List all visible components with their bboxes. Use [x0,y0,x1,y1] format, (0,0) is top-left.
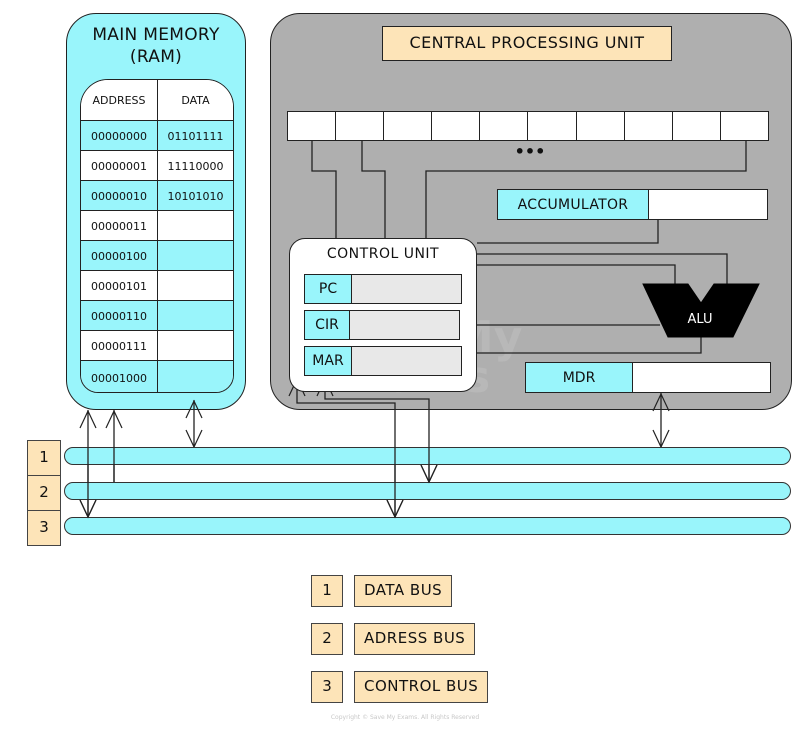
mdr-value [633,363,770,392]
data-column-header: DATA [181,93,210,107]
legend-label-address-bus: ADRESS BUS [354,623,476,655]
copyright-notice: Copyright © Save My Exams. All Rights Re… [330,714,480,721]
register-cell [721,112,768,140]
cir-register: CIR [304,310,460,340]
memory-row: 00000001 11110000 [81,150,233,181]
pc-label: PC [305,275,352,303]
memory-data [158,331,233,361]
memory-address: 00000110 [81,301,158,331]
cir-value [350,311,459,339]
accumulator-label: ACCUMULATOR [498,190,649,219]
address-column-header: ADDRESS [81,80,158,120]
memory-row: 00000010 10101010 [81,180,233,211]
main-memory-title-line2: (RAM) [129,47,183,67]
memory-data [158,271,233,301]
register-cell [673,112,721,140]
register-cell [288,112,337,140]
memory-row: 00000000 01101111 [81,120,233,151]
register-cell [528,112,577,140]
register-cell [336,112,385,140]
arrow-down-icon [386,499,404,519]
mdr-label: MDR [526,363,633,392]
memory-row: 00000011 [81,210,233,241]
memory-data [158,361,233,392]
register-cell [577,112,625,140]
memory-row: 00000110 [81,300,233,331]
memory-table: ADDRESS DATA 00000000 01101111 00000001 … [80,79,234,393]
memory-address: 00000100 [81,241,158,271]
register-cell [432,112,481,140]
address-bus [64,482,791,500]
mar-label: MAR [305,347,352,375]
memory-address: 00000001 [81,151,158,181]
arrow-down-icon [79,499,97,519]
accumulator-value [649,190,767,219]
cir-label: CIR [305,311,350,339]
memory-row: 00000100 [81,240,233,271]
register-cell [625,112,673,140]
memory-address: 00000101 [81,271,158,301]
memory-data [158,241,233,271]
alu-label: ALU [687,312,713,327]
main-memory-title-line1: MAIN MEMORY [92,25,220,45]
accumulator-register: ACCUMULATOR [497,189,768,220]
bus-number-2: 2 [27,475,61,511]
memory-address: 00000000 [81,121,158,151]
memory-row: 00000111 [81,330,233,361]
pc-register: PC [304,274,462,304]
pc-value [352,275,461,303]
control-bus [64,517,791,535]
arrow-up-icon [105,409,123,429]
memory-data: 11110000 [167,159,224,173]
mdr-register: MDR [525,362,771,393]
main-memory-title: MAIN MEMORY (RAM) [66,24,246,68]
mar-register: MAR [304,346,462,376]
memory-table-header: ADDRESS DATA [81,80,233,120]
register-cell [480,112,529,140]
register-cell [384,112,433,140]
legend-number-3: 3 [311,671,343,703]
legend-label-data-bus: DATA BUS [354,575,453,607]
memory-data [158,211,233,241]
ellipsis: ••• [514,142,546,161]
cpu-title: CENTRAL PROCESSING UNIT [382,26,672,61]
memory-address: 00000010 [81,181,158,211]
legend-number-2: 2 [311,623,343,655]
memory-address: 00000111 [81,331,158,361]
memory-row: 00000101 [81,270,233,301]
bus-number-1: 1 [27,440,61,476]
register-row [287,111,769,141]
control-unit-title: CONTROL UNIT [326,246,440,262]
mar-value [352,347,461,375]
legend-number-1: 1 [311,575,343,607]
memory-data: 01101111 [167,129,224,143]
bus-number-3: 3 [27,510,61,546]
legend-label-control-bus: CONTROL BUS [354,671,489,703]
data-bus [64,447,791,465]
memory-data: 10101010 [167,189,224,203]
memory-address: 00001000 [81,361,158,392]
arrow-down-icon [652,429,670,449]
arrow-down-icon [420,464,438,484]
arrow-down-icon [185,429,203,449]
arrow-down-icon [420,464,438,484]
arrow-up-icon [79,409,97,429]
memory-row: 00001000 [81,360,233,392]
arrow-down-icon [386,499,404,519]
arrow-down-icon [79,499,97,519]
memory-data [158,301,233,331]
memory-address: 00000011 [81,211,158,241]
